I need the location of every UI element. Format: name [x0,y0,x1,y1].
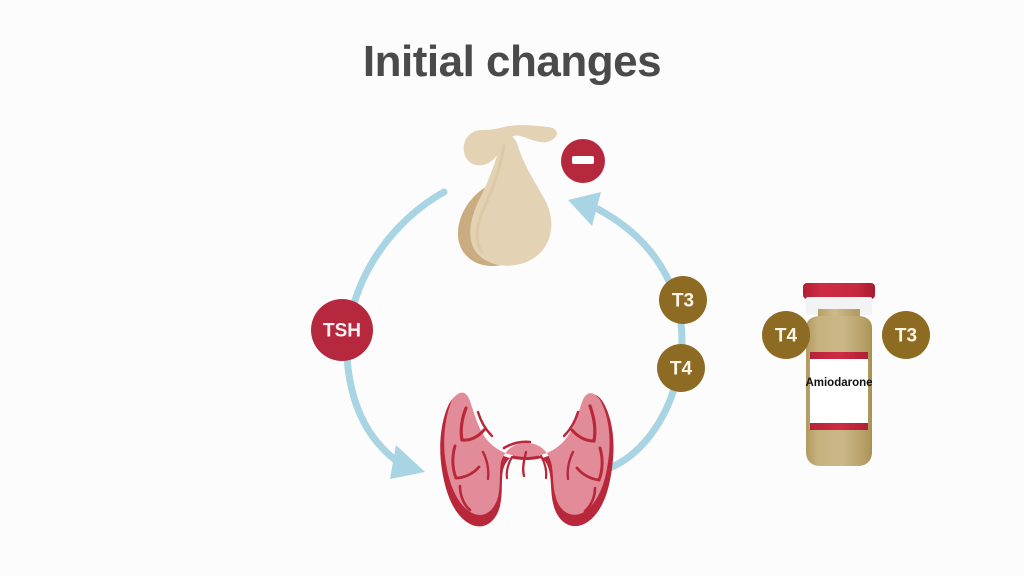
badge-t4-loop-label: T4 [670,359,693,380]
badge-t3-loop: T3 [659,276,707,324]
minus-badge [561,139,605,183]
page-title: Initial changes [362,37,662,86]
vial-label-stripe-bottom [810,423,868,430]
amiodarone-vial: Amiodarone [803,283,875,466]
vial-label-text: Amiodarone [805,377,872,389]
badge-t4-vial-label: T4 [775,326,798,347]
badge-tsh-label: TSH [323,321,361,342]
pituitary-gland [457,125,557,266]
vial-label-stripe-top [810,352,868,359]
badge-t4-vial: T4 [762,311,810,359]
badge-t4-loop: T4 [657,344,705,392]
badge-tsh: TSH [311,299,373,361]
badge-t3-loop-label: T3 [672,291,694,312]
badge-t3-vial: T3 [882,311,930,359]
badge-t3-vial-label: T3 [895,326,917,347]
vial-cap [803,283,875,299]
vial-label [810,352,868,430]
thyroid-gland [440,392,614,527]
